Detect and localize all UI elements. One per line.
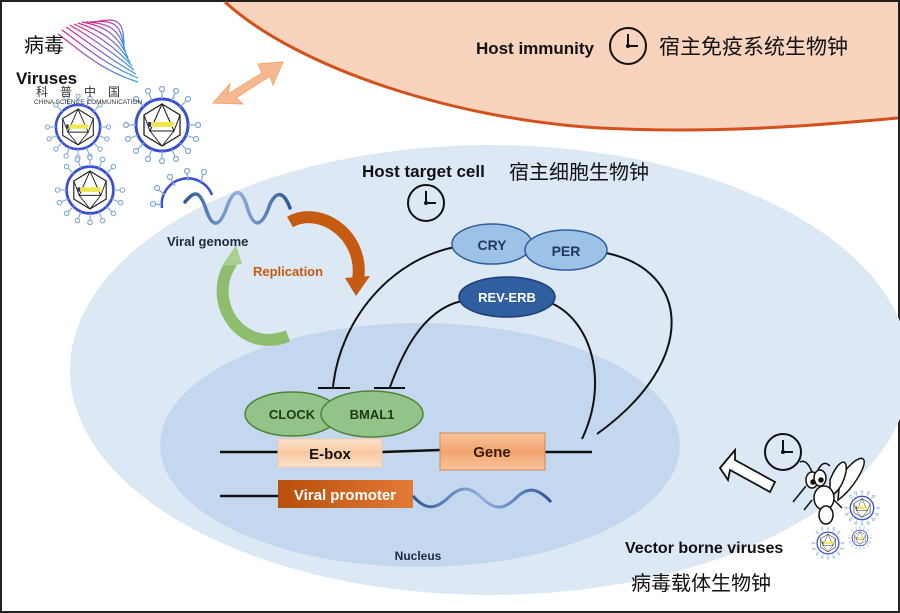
cry-label: CRY [477, 237, 507, 253]
vector-arrow [718, 447, 777, 494]
viruses-label-cn: 病毒 [24, 33, 64, 57]
vector-virus-particle [843, 489, 881, 527]
ebox-element [277, 438, 383, 468]
nucleus-label: Nucleus [395, 549, 442, 563]
interaction-double-arrow [211, 61, 284, 105]
cry-inhibition-line [332, 246, 456, 388]
viruses-label: Viruses [16, 69, 77, 88]
reverb-inhibition-line [389, 300, 463, 388]
viral-genome-label: Viral genome [167, 234, 248, 249]
vector-virus-particle [811, 526, 845, 560]
vector-label: Vector borne viruses [625, 540, 783, 557]
vector-label-cn: 病毒载体生物钟 [631, 571, 771, 595]
viral-genome-wave [183, 191, 292, 225]
dna-strand-viral: Viral promoter [220, 480, 553, 509]
host-cell-label-cn: 宿主细胞生物钟 [509, 160, 649, 184]
protein-clock: CLOCK [244, 391, 340, 437]
host-immunity-label: Host immunity [476, 39, 595, 58]
protein-bmal1: BMAL1 [320, 390, 424, 438]
host-immunity-label-cn: 宿主免疫系统生物钟 [659, 35, 848, 59]
virus-entering-cell [149, 167, 214, 209]
feedback-curves [318, 246, 673, 440]
host-cell-label: Host target cell [362, 162, 485, 181]
gene-to-reverb-line [550, 302, 596, 440]
per-label: PER [552, 243, 581, 259]
rev-erb-label: REV-ERB [478, 290, 536, 305]
protein-cry: CRY [451, 223, 533, 265]
gene-label: Gene [473, 444, 511, 461]
watermark-en: CHINA SCIENCE COMMUNICATION [34, 99, 143, 106]
watermark-cn: 科 普 中 国 [36, 84, 120, 99]
protein-per: PER [524, 229, 608, 271]
viral-promoter-element [278, 480, 413, 508]
gene-to-per-line [596, 252, 673, 435]
host-immunity-border [223, 0, 899, 132]
virus-particle [53, 154, 127, 226]
viral-transcript-wave [411, 487, 553, 509]
gene-element [439, 432, 546, 471]
protein-rev-erb: REV-ERB [458, 276, 556, 318]
ebox-label: E-box [309, 446, 351, 463]
replication-arrow-green [216, 245, 291, 346]
mosquito-icon [792, 457, 865, 525]
vector-virus-particle [848, 526, 872, 550]
logo-fan [57, 19, 139, 83]
nucleus [160, 323, 680, 567]
viral-promoter-label: Viral promoter [294, 487, 396, 504]
clock-label: CLOCK [269, 407, 316, 422]
replication-arrow-orange [287, 211, 370, 296]
bmal1-label: BMAL1 [350, 407, 395, 422]
replication-label: Replication [253, 264, 323, 279]
dna-strand-host: E-box Gene [220, 432, 592, 471]
host-immunity-region [225, 2, 898, 130]
